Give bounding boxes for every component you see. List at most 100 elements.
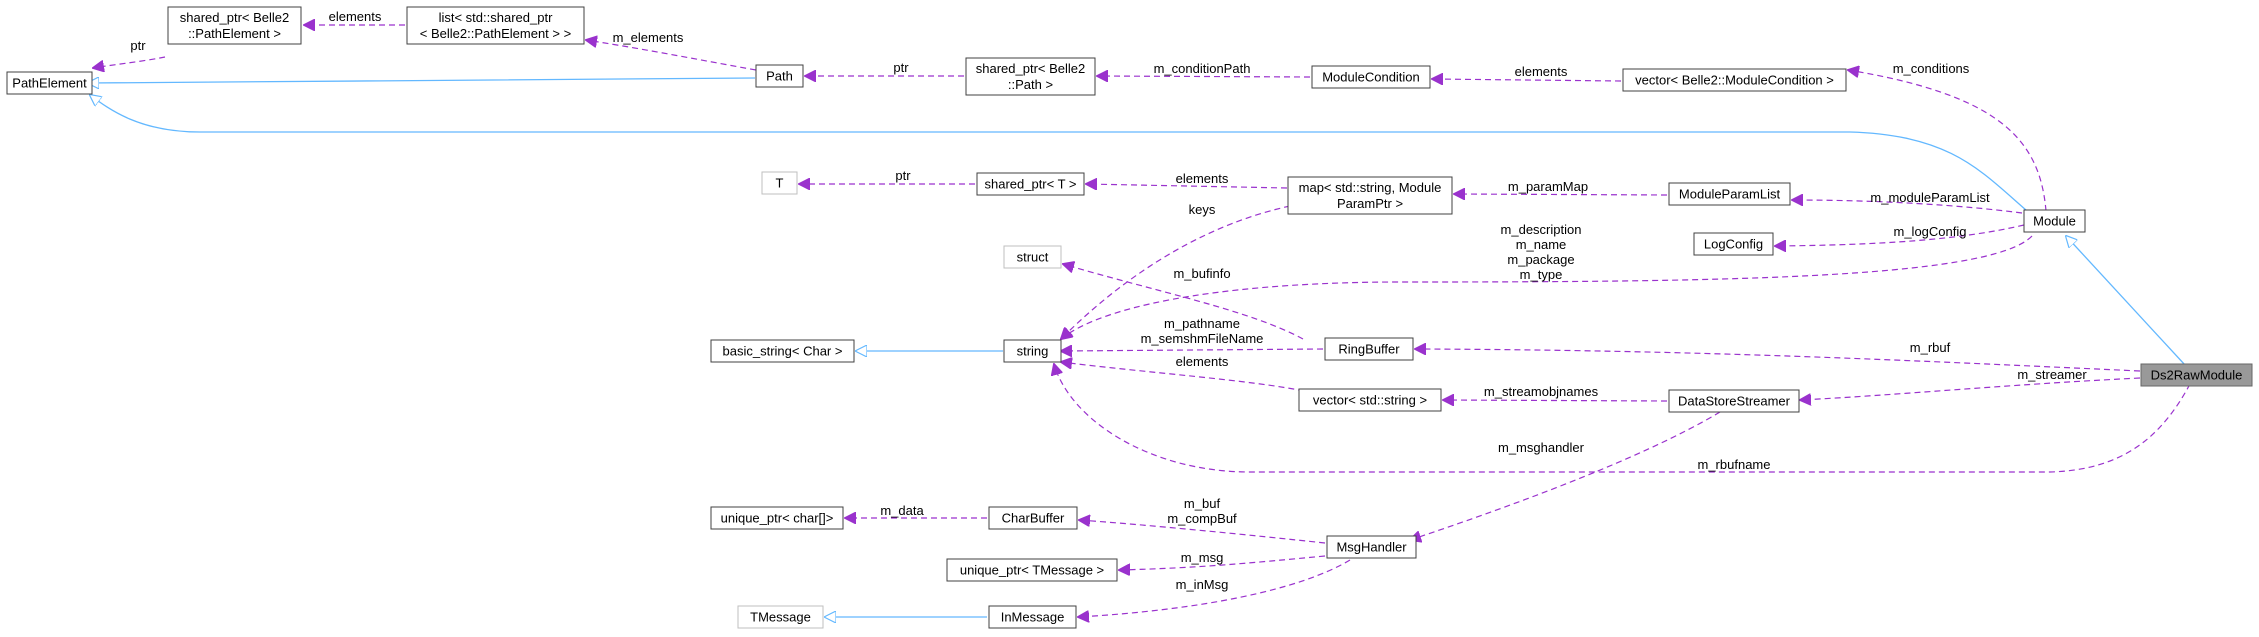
node-ds2raw-module[interactable]: Ds2RawModule [2140,363,2253,387]
edge-label-m-pathname: m_pathname [1164,316,1240,331]
svg-text:MsgHandler: MsgHandler [1336,540,1407,555]
node-path-element[interactable]: PathElement [6,71,93,95]
svg-text:LogConfig: LogConfig [1704,237,1763,252]
edge-label-m-streamobjnames: m_streamobjnames [1484,384,1599,399]
edge-label-m-rbuf: m_rbuf [1910,340,1951,355]
node-unique-ptr-char[interactable]: unique_ptr< char[]> [710,506,844,530]
svg-text:basic_string< Char >: basic_string< Char > [723,344,843,359]
svg-text:Path: Path [766,69,793,84]
edge-label-m-semshm-file-name: m_semshmFileName [1141,331,1264,346]
edge-path-to-list [586,40,757,71]
svg-text:< Belle2::PathElement > >: < Belle2::PathElement > > [420,26,571,41]
edge-msg-handler-to-inmessage [1078,559,1351,617]
edge-ds2raw-to-string [1054,364,2191,473]
node-module[interactable]: Module [2023,209,2086,233]
edge-label-m-in-msg: m_inMsg [1176,577,1229,592]
edge-label-module-type: m_type [1520,267,1563,282]
edge-ds2raw-to-ring-buffer [1415,349,2141,372]
edge-vector-condition-to-condition [1432,79,1622,81]
edge-label-module-package: m_package [1507,252,1574,267]
node-struct[interactable]: struct [1003,245,1062,269]
node-in-message[interactable]: InMessage [988,605,1077,629]
svg-text:CharBuffer: CharBuffer [1002,511,1065,526]
node-string[interactable]: string [1003,339,1062,363]
node-msg-handler[interactable]: MsgHandler [1326,535,1417,559]
edge-label-m-msg: m_msg [1181,550,1224,565]
node-char-buffer[interactable]: CharBuffer [988,506,1078,530]
node-list-shared-ptr[interactable]: list< std::shared_ptr < Belle2::PathElem… [406,6,585,45]
node-tmessage[interactable]: TMessage [737,605,824,629]
edge-msg-handler-to-unique-ptr-tmessage [1119,555,1326,570]
node-module-condition[interactable]: ModuleCondition [1311,65,1431,89]
svg-text:InMessage: InMessage [1001,610,1065,625]
node-shared-ptr-path[interactable]: shared_ptr< Belle2 ::Path > [965,57,1096,96]
svg-text:shared_ptr< Belle2: shared_ptr< Belle2 [180,10,290,25]
edges [88,25,2191,617]
edge-label-elements-vector: elements [1176,354,1229,369]
edge-map-to-string [1061,205,1291,339]
edge-ds2raw-inherits-module [2066,236,2186,366]
node-module-param-list[interactable]: ModuleParamList [1668,182,1791,206]
edge-label-m-rbufname: m_rbufname [1698,457,1771,472]
node-unique-ptr-tmessage[interactable]: unique_ptr< TMessage > [946,558,1118,582]
svg-text:struct: struct [1017,250,1049,265]
edge-ring-buffer-to-struct [1063,264,1304,340]
edge-label-elements-condition: elements [1515,64,1568,79]
edge-label-m-streamer: m_streamer [2017,367,2087,382]
edge-label-m-data: m_data [880,503,924,518]
node-map-param[interactable]: map< std::string, Module ParamPtr > [1287,176,1453,215]
edge-streamer-to-msg-handler [1410,411,1721,540]
edge-label-m-buf: m_buf [1184,496,1221,511]
edge-ring-buffer-to-string [1061,349,1324,351]
edge-label-m-log-config: m_logConfig [1894,224,1967,239]
edge-label-elements-list: elements [329,9,382,24]
edge-label-elements-map: elements [1176,171,1229,186]
svg-text:PathElement: PathElement [12,76,87,91]
edge-label-m-comp-buf: m_compBuf [1167,511,1237,526]
edge-label-module-description: m_description [1501,222,1582,237]
svg-text:map< std::string, Module: map< std::string, Module [1299,180,1442,195]
edge-label-module-name: m_name [1516,237,1567,252]
edge-module-to-log-config [1775,224,2025,246]
edge-label-m-msghandler: m_msghandler [1498,440,1585,455]
svg-text:Ds2RawModule: Ds2RawModule [2151,368,2243,383]
edge-label-m-elements: m_elements [613,30,684,45]
edge-ds2raw-to-streamer [1800,377,2141,400]
svg-text:unique_ptr< char[]>: unique_ptr< char[]> [721,511,834,526]
svg-text:DataStoreStreamer: DataStoreStreamer [1678,394,1791,409]
svg-text:ParamPtr >: ParamPtr > [1337,196,1403,211]
edge-shared-ptr-to-pathelement [93,56,166,68]
svg-text:::Path >: ::Path > [1008,77,1053,92]
node-vector-string[interactable]: vector< std::string > [1298,388,1442,412]
edge-label-ptr-path: ptr [893,60,909,75]
edge-path-inherits-pathelement [88,78,756,83]
svg-text:ModuleParamList: ModuleParamList [1679,187,1781,202]
edge-module-inherits-pathelement [90,95,2027,211]
svg-text:string: string [1017,344,1049,359]
svg-text:TMessage: TMessage [750,610,811,625]
node-path[interactable]: Path [755,64,804,88]
node-vector-module-condition[interactable]: vector< Belle2::ModuleCondition > [1622,68,1847,92]
edge-condition-to-shared-ptr-path [1097,76,1311,77]
edge-labels: ptr elements m_elements ptr m_conditionP… [130,9,2087,592]
svg-text:::PathElement >: ::PathElement > [188,26,281,41]
edge-label-m-module-param-list: m_moduleParamList [1870,190,1990,205]
node-shared-ptr-pathelement[interactable]: shared_ptr< Belle2 ::PathElement > [167,6,302,45]
edge-label-m-conditions: m_conditions [1893,61,1970,76]
node-t[interactable]: T [761,171,798,195]
edge-label-m-condition-path: m_conditionPath [1154,61,1251,76]
svg-text:T: T [776,176,784,191]
node-data-store-streamer[interactable]: DataStoreStreamer [1668,389,1800,413]
svg-text:Module: Module [2033,214,2076,229]
edge-label-m-bufinfo: m_bufinfo [1173,266,1230,281]
edge-label-ptr-t: ptr [895,168,911,183]
node-basic-string[interactable]: basic_string< Char > [710,339,855,363]
node-log-config[interactable]: LogConfig [1693,232,1774,256]
node-shared-ptr-t[interactable]: shared_ptr< T > [976,172,1085,196]
nodes: PathElement shared_ptr< Belle2 ::PathEle… [6,6,2253,629]
svg-text:vector< Belle2::ModuleConditio: vector< Belle2::ModuleCondition > [1635,73,1834,88]
edge-vector-string-to-string [1061,362,1305,392]
node-ring-buffer[interactable]: RingBuffer [1324,337,1414,361]
edge-param-list-to-map [1454,194,1668,195]
